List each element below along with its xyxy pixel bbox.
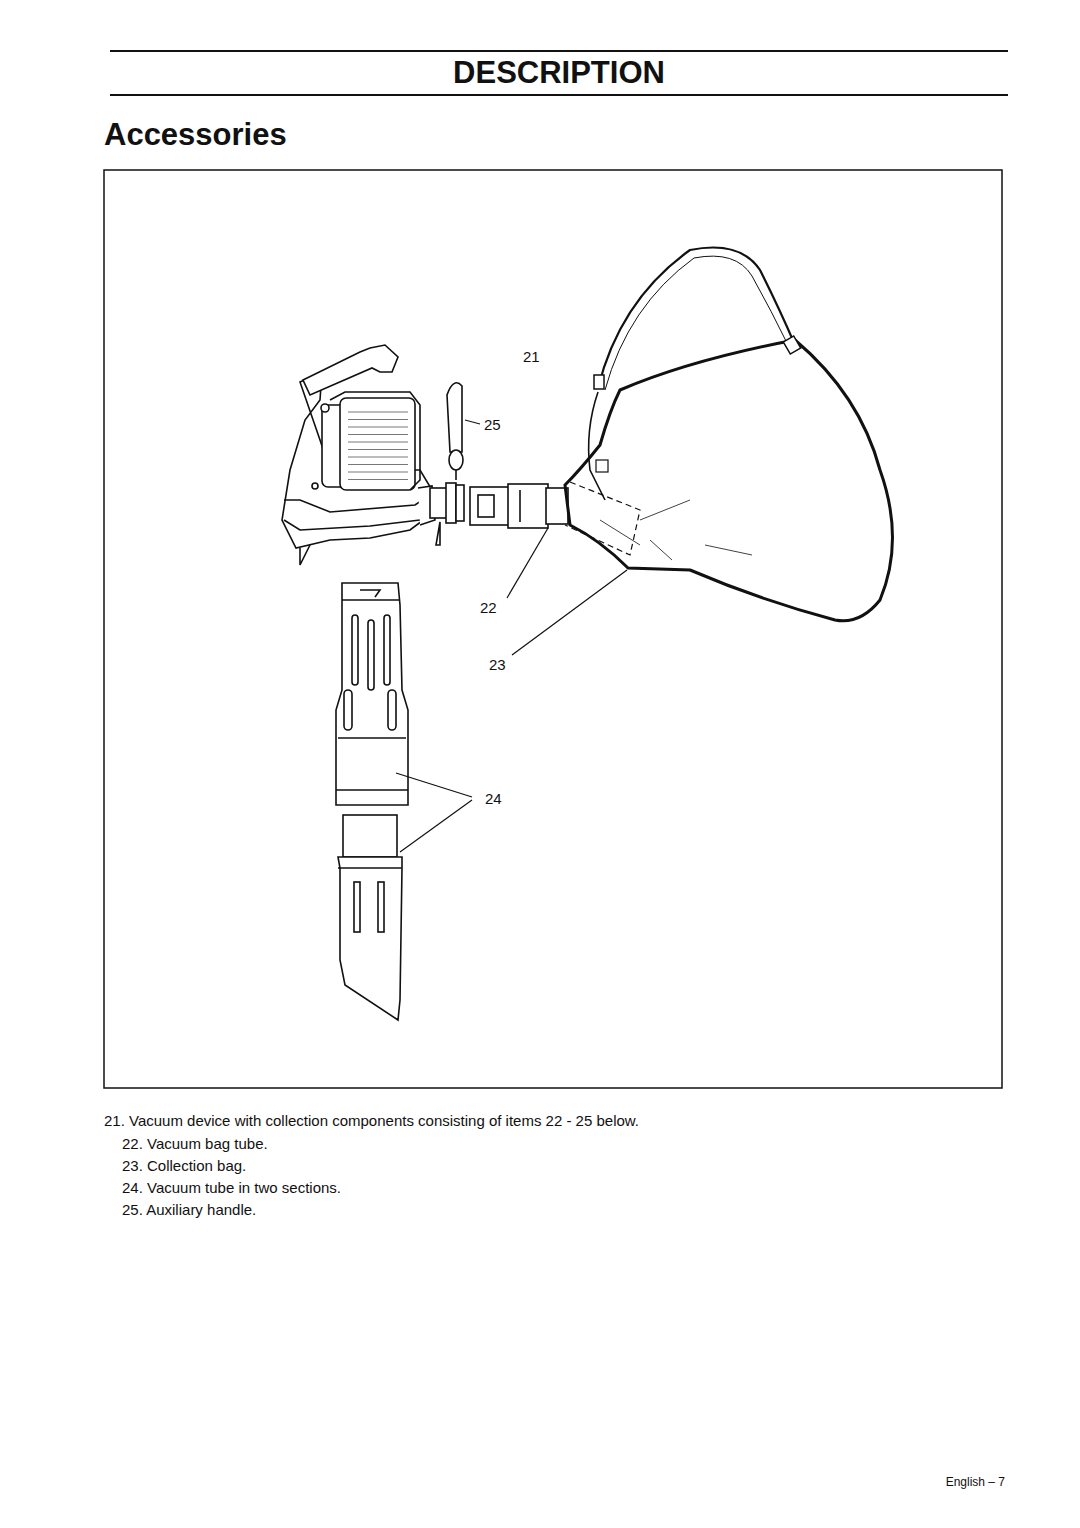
leader-lines	[396, 420, 627, 852]
list-item: 21. Vacuum device with collection compon…	[104, 1112, 639, 1129]
list-item: 25. Auxiliary handle.	[122, 1201, 256, 1218]
list-item: 23. Collection bag.	[122, 1157, 246, 1174]
section-heading: Accessories	[104, 117, 287, 153]
figure-frame	[104, 170, 1002, 1088]
callout-number: 21	[523, 348, 540, 365]
page-footer: English – 7	[946, 1475, 1005, 1489]
blower-unit	[282, 345, 464, 565]
engine-fins	[348, 412, 408, 480]
vacuum-bag-tube	[470, 484, 568, 528]
section-title: DESCRIPTION	[110, 55, 1008, 91]
collection-bag	[565, 248, 893, 621]
list-item: 24. Vacuum tube in two sections.	[122, 1179, 341, 1196]
callout-number: 22	[480, 599, 497, 616]
list-item: 22. Vacuum bag tube.	[122, 1135, 268, 1152]
header-rule	[110, 50, 1008, 52]
callout-number: 24	[485, 790, 502, 807]
callout-number: 23	[489, 656, 506, 673]
callout-number: 25	[484, 416, 501, 433]
vacuum-tube	[336, 583, 408, 1020]
header-rule	[110, 94, 1008, 96]
